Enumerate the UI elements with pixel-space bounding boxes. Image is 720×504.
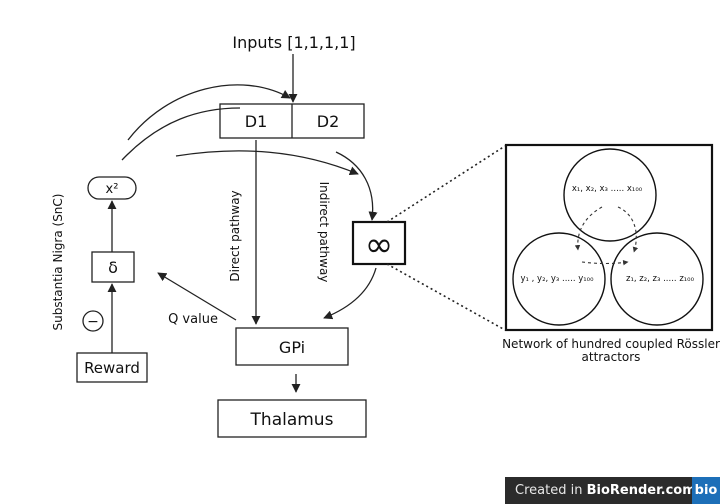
biorender-logo-icon: bio	[692, 477, 720, 504]
coupling-y-to-z	[581, 259, 629, 266]
zoom-line-top	[386, 145, 506, 223]
network-panel: x₁, x₂, x₃ ..... x₁₀₀ y₁ , y₂, y₃ ..... …	[504, 143, 714, 332]
coupling-x-to-z	[617, 206, 639, 253]
infinity-node: ∞	[351, 220, 407, 266]
d1-label: D1	[245, 112, 268, 131]
q-value-arrow	[157, 272, 237, 321]
gpi-node: GPi	[235, 327, 349, 366]
zoom-line-bottom	[386, 263, 506, 331]
direct-pathway-label: Direct pathway	[228, 190, 242, 281]
gpi-label: GPi	[279, 338, 305, 357]
delta-label: δ	[108, 258, 118, 277]
arc-to-infinity-top	[175, 150, 359, 176]
z-attractor-label: z₁, z₂, z₃ ..... z₁₀₀	[626, 274, 695, 284]
x-squared-node: x²	[87, 176, 137, 200]
x-attractor-label: x₁, x₂, x₃ ..... x₁₀₀	[572, 184, 643, 194]
q-value-label: Q value	[168, 312, 218, 327]
thalamus-node: Thalamus	[217, 399, 367, 438]
thalamus-label: Thalamus	[250, 410, 334, 430]
badge-brand: BioRender.com	[586, 483, 696, 498]
infinity-label: ∞	[365, 225, 393, 265]
striatum-box: D1 D2	[219, 103, 365, 139]
snc-label: Substantia Nigra (SnC)	[51, 194, 65, 331]
x-squared-label: x²	[106, 182, 119, 197]
network-caption-line1: Network of hundred coupled Rössler	[502, 337, 720, 351]
minus-label: −	[87, 314, 99, 330]
network-caption-line2: attractors	[582, 350, 641, 364]
x-attractor-circle	[563, 148, 657, 242]
arc-to-d1	[127, 84, 291, 141]
delta-node: δ	[91, 251, 135, 283]
arc-to-d1-lower	[121, 107, 241, 161]
z-attractor-circle	[610, 232, 704, 326]
y-attractor-label: y₁ , y₂, y₃ ..... y₁₀₀	[521, 274, 595, 284]
biorender-badge[interactable]: Created in BioRender.com bio	[505, 477, 720, 504]
y-attractor-circle	[512, 232, 606, 326]
reward-node: Reward	[76, 352, 148, 383]
indirect-pathway-arrow	[335, 151, 378, 221]
badge-text: Created in BioRender.com	[515, 483, 696, 498]
inputs-label: Inputs [1,1,1,1]	[232, 33, 355, 52]
d2-label: D2	[317, 112, 340, 131]
minus-sign: −	[82, 310, 104, 332]
indirect-pathway-label: Indirect pathway	[317, 182, 331, 283]
infinity-to-gpi-arrow	[323, 267, 377, 320]
badge-prefix: Created in	[515, 483, 587, 498]
reward-label: Reward	[84, 359, 140, 377]
coupling-x-to-y	[574, 206, 603, 251]
